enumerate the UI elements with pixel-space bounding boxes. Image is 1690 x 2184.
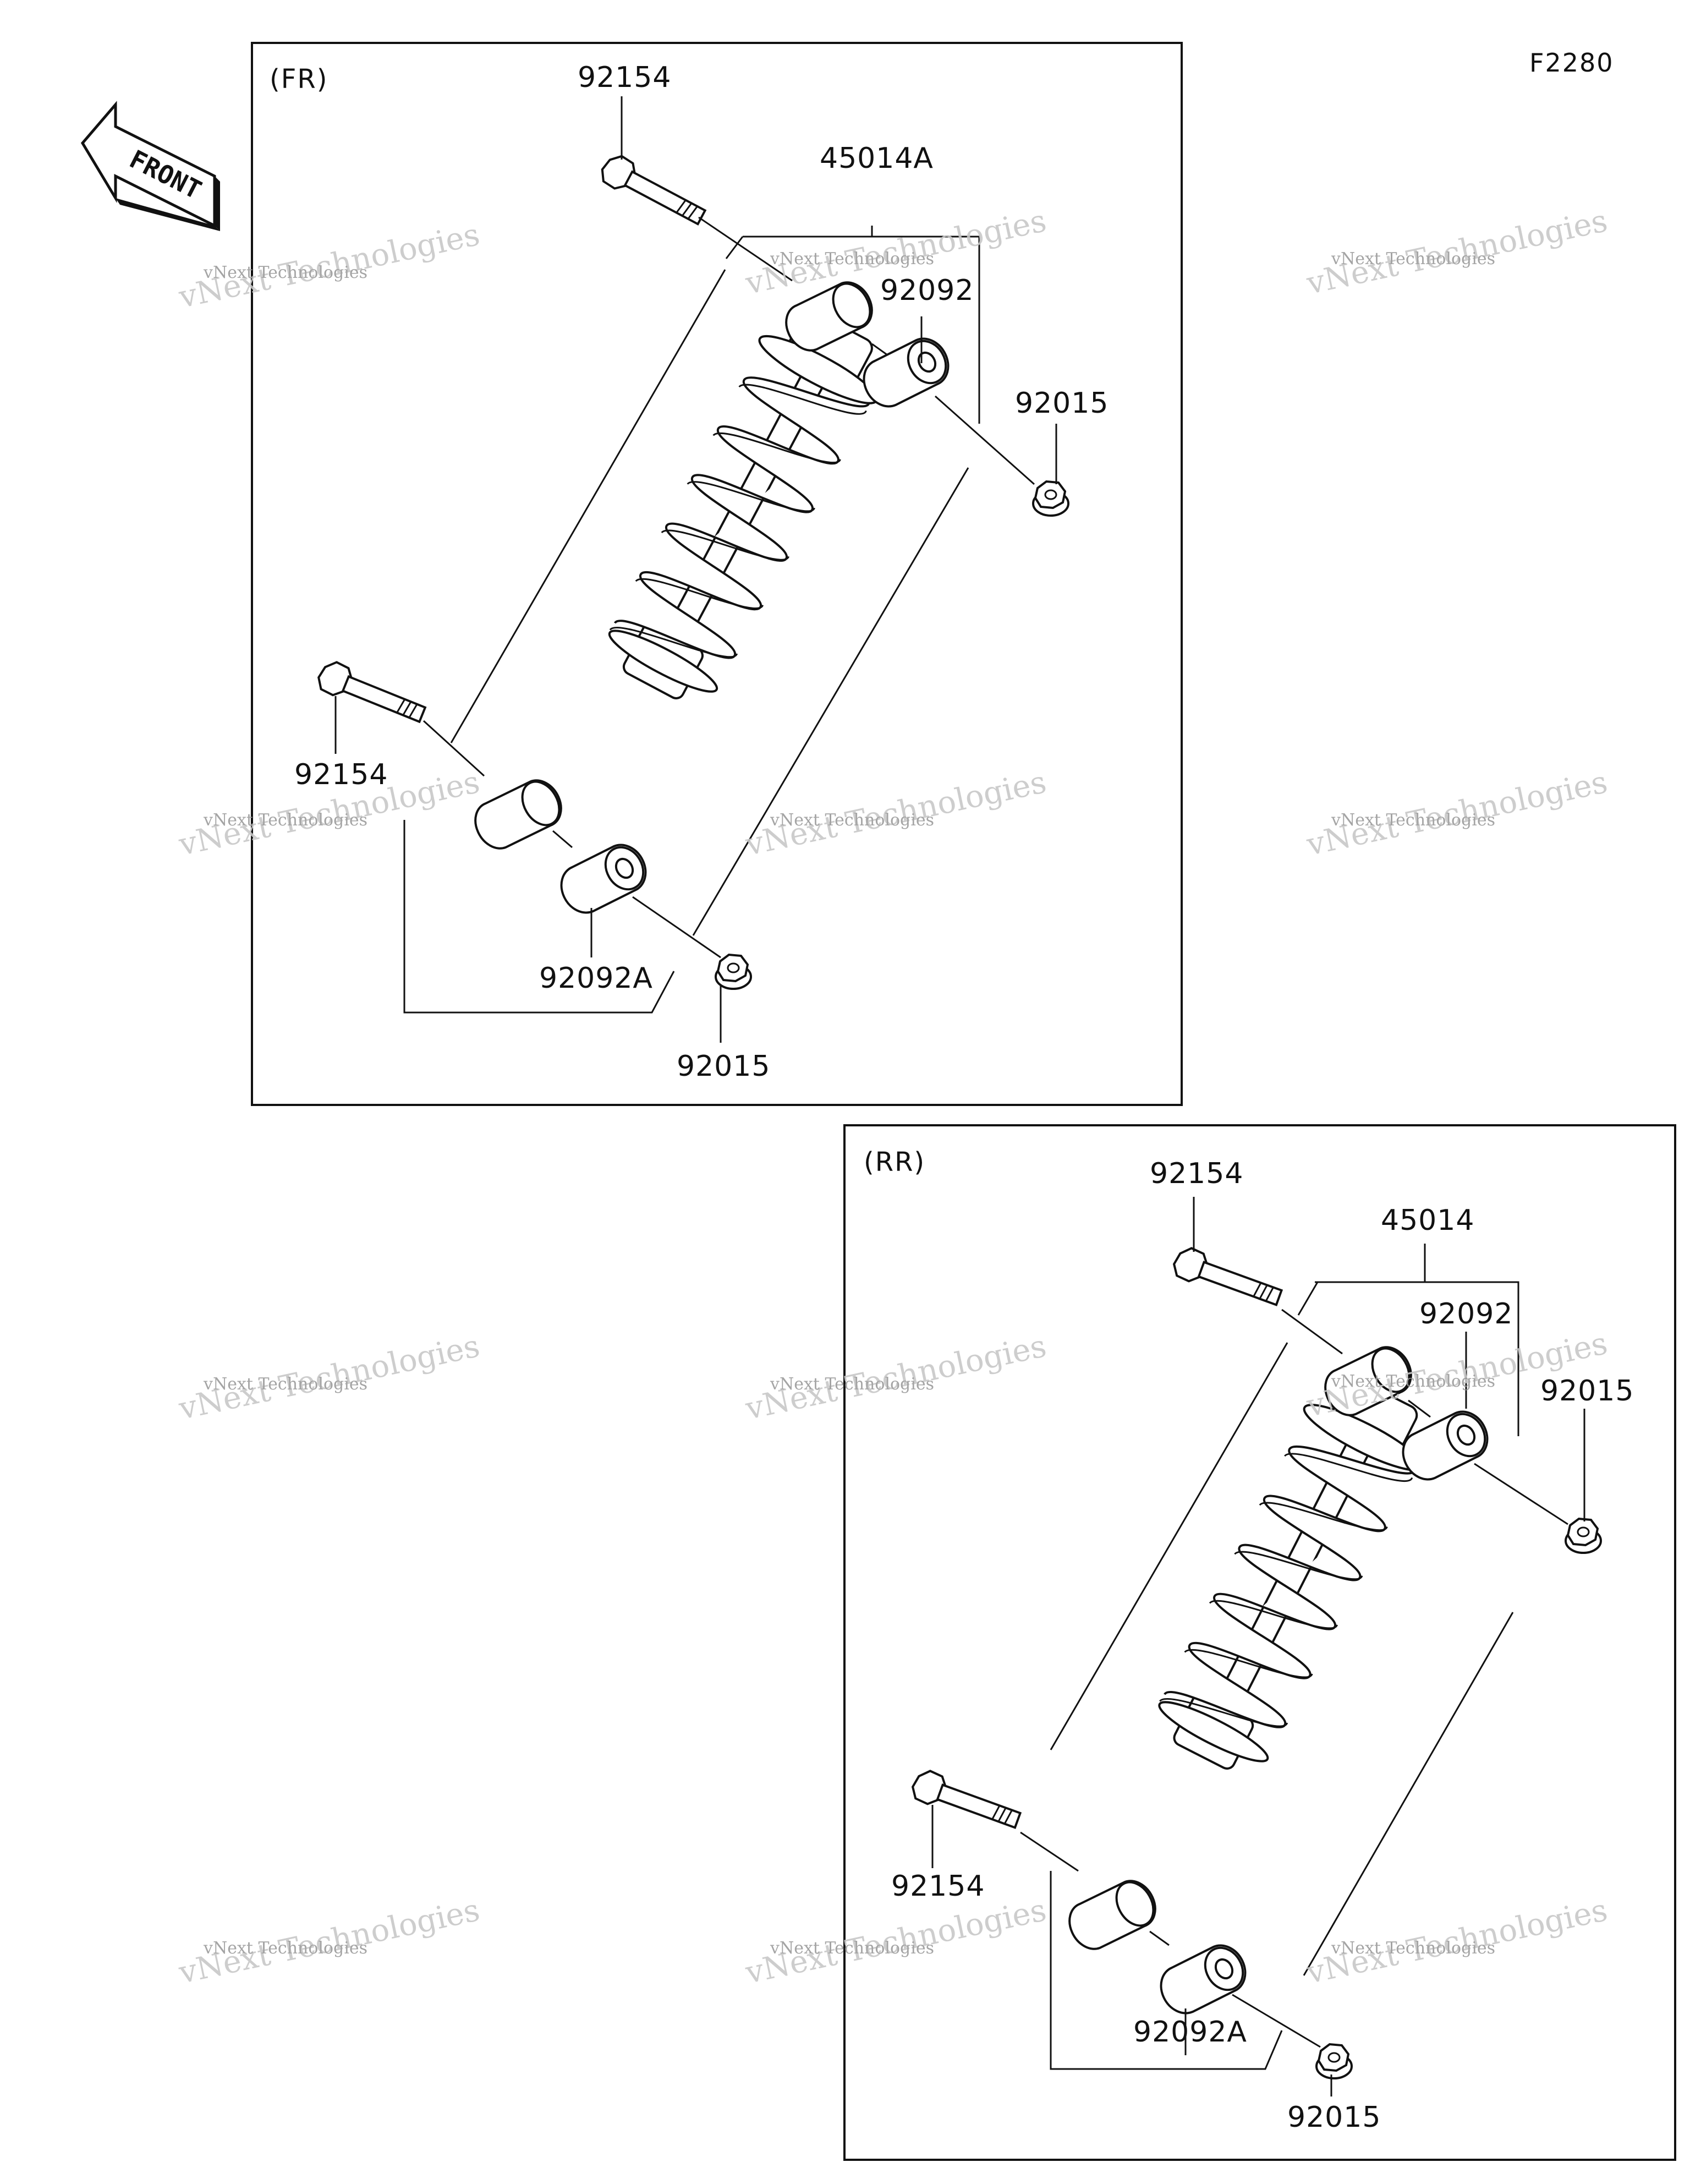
rear-lower-bushing — [1160, 1940, 1252, 2015]
front-arrow-icon: FRONT — [80, 101, 220, 231]
rear-assembly-label: 45014 — [1381, 1204, 1474, 1237]
front-assembly-leader — [743, 226, 873, 238]
front-lower-nut-label: 92015 — [677, 1050, 770, 1083]
watermark-text: vNext Technologies — [203, 1375, 367, 1394]
front-section: (FR) 92154 45014A — [251, 42, 1183, 1106]
rear-upper-bushing-label: 92092 — [1419, 1298, 1513, 1331]
watermark-text: vNext Technologies — [770, 1939, 934, 1958]
rear-section-label: (RR) — [864, 1147, 925, 1178]
rear-upper-nut — [1565, 1518, 1602, 1554]
rear-section: (RR) 92154 45014 — [843, 1124, 1676, 2161]
front-section-label: (FR) — [270, 64, 328, 95]
front-lower-bushing — [560, 839, 652, 914]
front-section-frame — [251, 42, 1183, 1106]
rear-lower-bushing-label: 92092A — [1133, 2016, 1247, 2049]
rear-lower-bolt-label: 92154 — [891, 1870, 985, 1903]
rear-upper-bolt-label: 92154 — [1150, 1157, 1243, 1190]
watermark-text: vNext Technologies — [203, 1939, 367, 1958]
watermark-text: vNext Technologies — [203, 263, 367, 282]
front-upper-bushing — [863, 333, 954, 408]
front-lower-nut — [715, 954, 752, 990]
front-upper-bolt — [597, 151, 709, 231]
front-lower-collar — [474, 774, 568, 850]
watermarks: vNext Technologies vNext Technologies vN… — [175, 203, 1611, 1991]
watermark-text: vNext Technologies — [1331, 1372, 1495, 1391]
watermark-text: vNext Technologies — [1331, 1939, 1495, 1958]
rear-lower-collar — [1068, 1874, 1162, 1950]
rear-upper-nut-label: 92015 — [1540, 1375, 1634, 1408]
front-assembly-label: 45014A — [820, 142, 934, 175]
front-upper-bolt-label: 92154 — [578, 61, 671, 94]
watermark-text: vNext Technologies — [203, 811, 367, 830]
front-upper-nut — [1032, 480, 1069, 517]
watermark-text: vNext Technologies — [1331, 249, 1495, 269]
watermark-text: vNext Technologies — [770, 249, 934, 269]
rear-lower-bolt — [908, 1766, 1025, 1836]
diagram-code: F2280 — [1529, 48, 1614, 78]
front-lower-bushing-label: 92092A — [539, 962, 653, 995]
front-shock-absorber — [592, 295, 899, 716]
rear-shock-absorber — [1141, 1362, 1446, 1788]
front-upper-nut-label: 92015 — [1015, 387, 1109, 420]
watermark-text: vNext Technologies — [770, 1375, 934, 1394]
rear-section-frame — [843, 1124, 1676, 2161]
rear-lower-nut — [1315, 2043, 1353, 2079]
front-lower-bolt — [313, 656, 430, 730]
rear-lower-nut-label: 92015 — [1287, 2101, 1381, 2134]
rear-upper-bolt — [1169, 1243, 1286, 1313]
front-lower-bolt-label: 92154 — [294, 758, 388, 791]
watermark-text: vNext Technologies — [1331, 811, 1495, 830]
watermark-text: vNext Technologies — [770, 811, 934, 830]
front-upper-bushing-label: 92092 — [880, 274, 974, 307]
